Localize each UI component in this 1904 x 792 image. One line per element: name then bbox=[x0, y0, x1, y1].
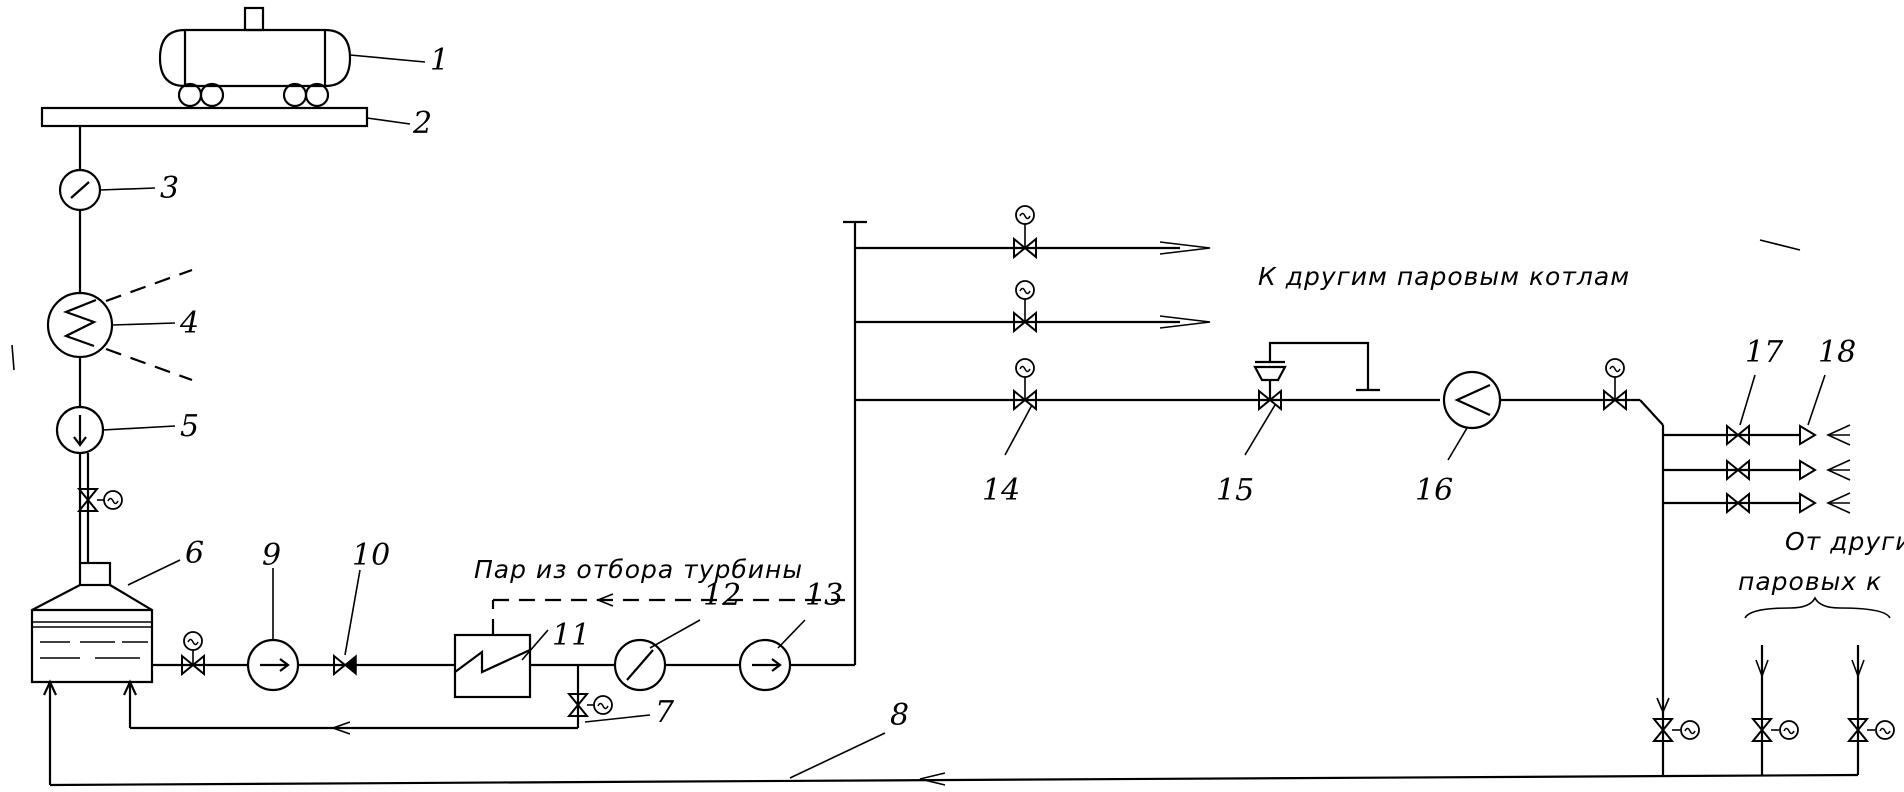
label-5: 5 bbox=[180, 409, 199, 444]
check-valve-10 bbox=[333, 653, 357, 677]
label-4: 4 bbox=[179, 306, 199, 341]
storage-tank-6 bbox=[30, 561, 154, 684]
flowmeter-16 bbox=[1442, 370, 1502, 430]
label-13: 13 bbox=[805, 578, 843, 613]
regulator-15 bbox=[1253, 341, 1380, 410]
valve-14 bbox=[1013, 358, 1037, 410]
burner-manifold bbox=[1663, 424, 1851, 514]
valve-tank-outlet bbox=[181, 631, 205, 675]
turbine-steam-caption: Пар из отбора турбины bbox=[474, 555, 803, 584]
valve-tank-inlet bbox=[78, 488, 123, 512]
valve-branch-1 bbox=[1013, 205, 1037, 258]
to-other-boilers-caption: К другим паровым котлам bbox=[1258, 262, 1630, 291]
filter-12 bbox=[613, 638, 667, 692]
valve-burner-main bbox=[1603, 358, 1627, 410]
label-10: 10 bbox=[352, 538, 390, 573]
rail-tank-car bbox=[158, 6, 352, 108]
label-15: 15 bbox=[1216, 473, 1254, 508]
pump-9 bbox=[246, 638, 300, 692]
label-14: 14 bbox=[982, 473, 1020, 508]
label-9: 9 bbox=[262, 538, 281, 573]
label-3: 3 bbox=[160, 171, 179, 206]
from-other-boilers-caption-1: От других bbox=[1785, 527, 1904, 556]
return-valve-1 bbox=[1653, 697, 1700, 742]
pump-13 bbox=[738, 638, 792, 692]
label-7: 7 bbox=[655, 695, 675, 730]
valve-7 bbox=[568, 693, 613, 717]
label-6: 6 bbox=[185, 536, 204, 571]
label-2: 2 bbox=[412, 106, 432, 141]
return-valve-3 bbox=[1848, 645, 1895, 775]
valve-branch-2 bbox=[1013, 280, 1037, 332]
label-18: 18 bbox=[1818, 335, 1856, 370]
label-16: 16 bbox=[1415, 473, 1453, 508]
return-valve-2 bbox=[1752, 645, 1799, 775]
return-line-8 bbox=[43, 679, 1859, 787]
steam-heater-11 bbox=[453, 633, 532, 699]
pump-5 bbox=[55, 405, 105, 455]
label-1: 1 bbox=[430, 43, 449, 78]
label-11: 11 bbox=[552, 618, 590, 653]
label-17: 17 bbox=[1745, 335, 1784, 370]
unloading-trestle bbox=[40, 106, 369, 128]
from-other-boilers-caption-2: паровых к bbox=[1738, 567, 1882, 596]
filter-3 bbox=[58, 168, 102, 212]
label-8: 8 bbox=[890, 698, 909, 733]
label-12: 12 bbox=[703, 578, 741, 613]
